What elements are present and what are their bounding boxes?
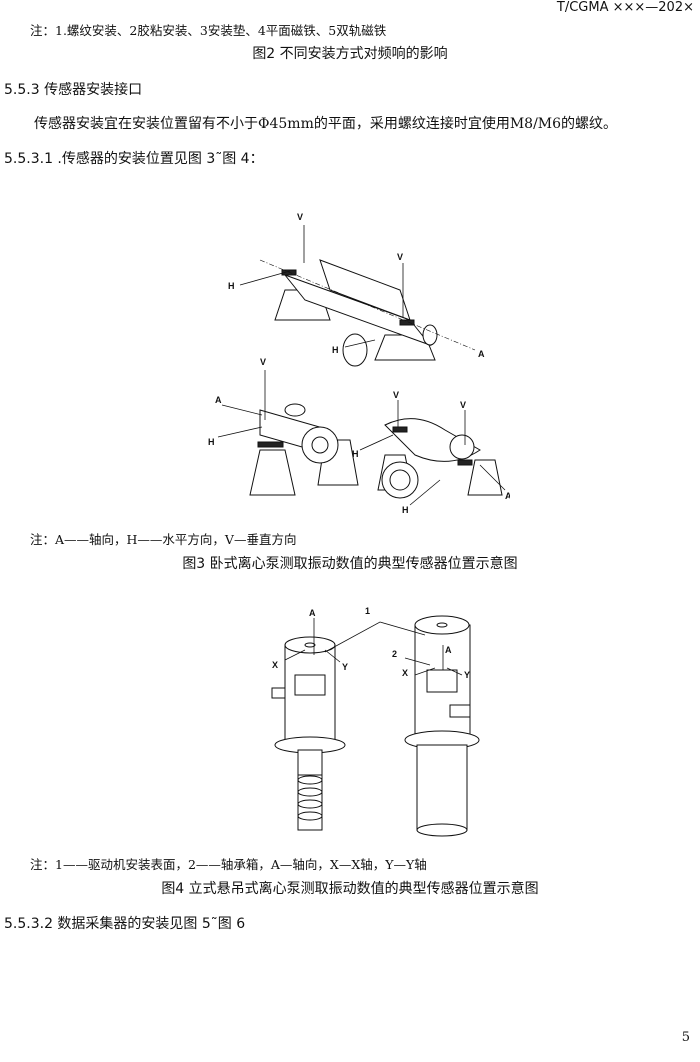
figure-label: A bbox=[309, 608, 316, 618]
document-code: T/CGMA ×××—202× bbox=[556, 0, 694, 15]
figure-label: H bbox=[332, 345, 339, 355]
vertical-pump-right-drawing bbox=[404, 615, 480, 837]
figure-label: A bbox=[505, 491, 510, 501]
fig4-note: 注：1——驱动机安装表面，2——轴承箱，A—轴向，X—X轴，Y—Y轴 bbox=[30, 857, 427, 872]
figure-label: V bbox=[460, 400, 466, 410]
figure-label: A bbox=[215, 395, 222, 405]
figure-label: H bbox=[402, 505, 409, 515]
section-5-5-3-2-heading: 5.5.3.2 数据采集器的安装见图 5˜图 6 bbox=[4, 916, 246, 932]
figure-label: V bbox=[297, 212, 303, 222]
fig2-caption: 图2 不同安装方式对频响的影响 bbox=[252, 46, 448, 62]
figure-label: V bbox=[393, 390, 399, 400]
between-bearing-pump-drawing bbox=[259, 259, 476, 367]
split-case-pump-drawing bbox=[377, 418, 503, 499]
figure-label: 2 bbox=[392, 649, 397, 659]
fig3-horizontal-pump-diagram: V V H H A V A H V V H bbox=[208, 212, 510, 515]
section-5-5-3-heading: 5.5.3 传感器安装接口 bbox=[4, 82, 143, 98]
figure-label: Y bbox=[342, 662, 348, 672]
page-number: 5 bbox=[681, 1030, 690, 1045]
figure-label: V bbox=[397, 252, 403, 262]
figure-label: H bbox=[228, 281, 235, 291]
fig4-vertical-pump-diagram: A X Y 1 2 A X Y bbox=[271, 606, 480, 837]
figure-label: 1 bbox=[365, 606, 370, 616]
section-5-5-3-paragraph: 传感器安装宜在安装位置留有不小于Φ45mm的平面，采用螺纹连接时宜使用M8/M6… bbox=[34, 116, 618, 132]
figure-label: A bbox=[478, 349, 485, 359]
fig3-note: 注：A——轴向，H——水平方向，V—垂直方向 bbox=[30, 532, 297, 547]
fig2-note: 注：1.螺纹安装、2胶粘安装、3安装垫、4平面磁铁、5双轨磁铁 bbox=[30, 23, 387, 38]
figure-label: H bbox=[208, 437, 215, 447]
figure-label: V bbox=[260, 357, 266, 367]
figure-label: H bbox=[352, 449, 359, 459]
vertical-pump-left-drawing bbox=[271, 636, 346, 831]
section-5-5-3-1-heading: 5.5.3.1 .传感器的安装位置见图 3˜图 4： bbox=[4, 151, 264, 167]
end-suction-pump-drawing bbox=[249, 403, 359, 496]
figure-label: A bbox=[445, 645, 452, 655]
figure-label: Y bbox=[464, 670, 470, 680]
fig4-caption: 图4 立式悬吊式离心泵测取振动数值的典型传感器位置示意图 bbox=[161, 881, 539, 897]
fig3-caption: 图3 卧式离心泵测取振动数值的典型传感器位置示意图 bbox=[182, 556, 518, 572]
figure-label: X bbox=[272, 660, 278, 670]
figure-label: X bbox=[402, 668, 408, 678]
